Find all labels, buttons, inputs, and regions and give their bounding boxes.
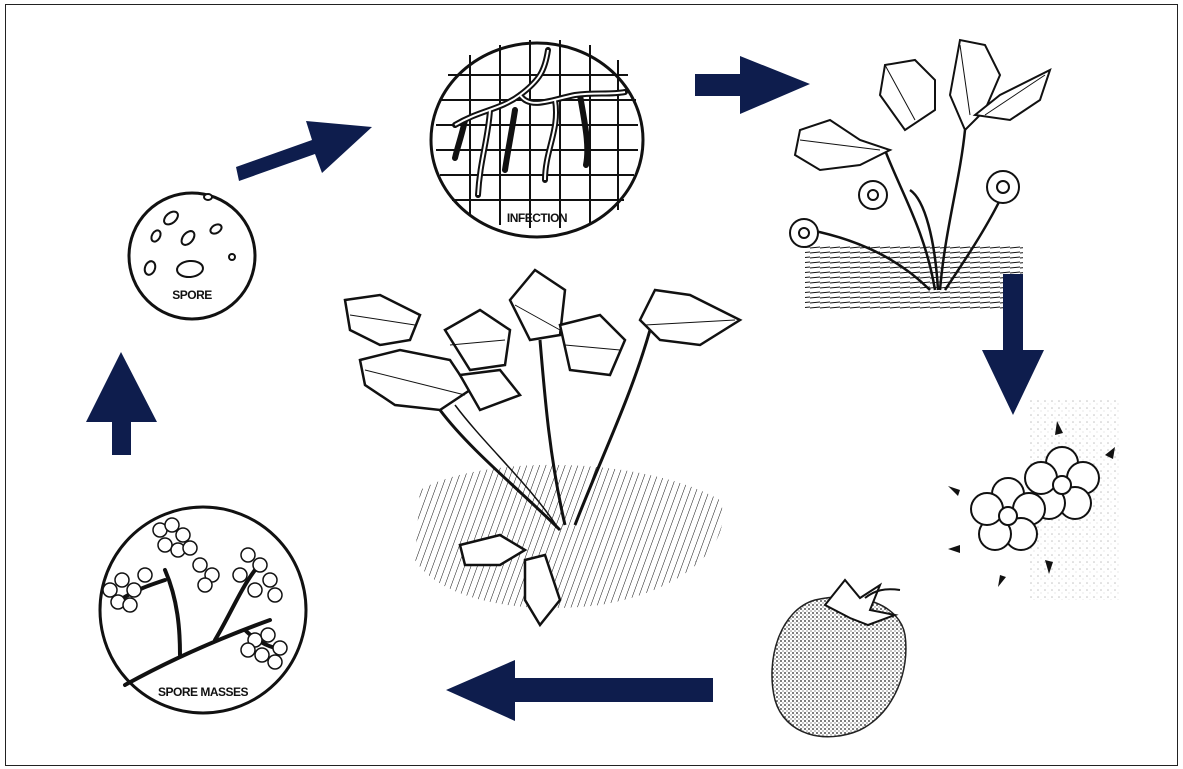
leaf-icon [795,40,1050,170]
arrow-infection-to-plant [695,56,810,114]
ground-hatching [415,465,723,608]
flowering-plant-illustration [790,40,1050,310]
arrow-spore-to-infection [236,121,372,181]
spore-masses-stage: SPORE MASSES [100,507,306,713]
arrow-spore-masses-to-spore [86,352,157,455]
flower-icon [790,171,1019,247]
soil-patch [805,245,1023,310]
arrow-fruit-to-spore-masses [446,660,713,721]
spore-masses-label: SPORE MASSES [158,685,249,699]
host-plant-illustration [345,270,740,625]
spore-stage: SPORE [129,193,255,319]
infection-stage: INFECTION [431,40,643,237]
fruit-stage [772,580,906,737]
infection-label: INFECTION [507,211,567,225]
spore-label: SPORE [172,288,212,302]
flowers-stage [948,400,1120,600]
